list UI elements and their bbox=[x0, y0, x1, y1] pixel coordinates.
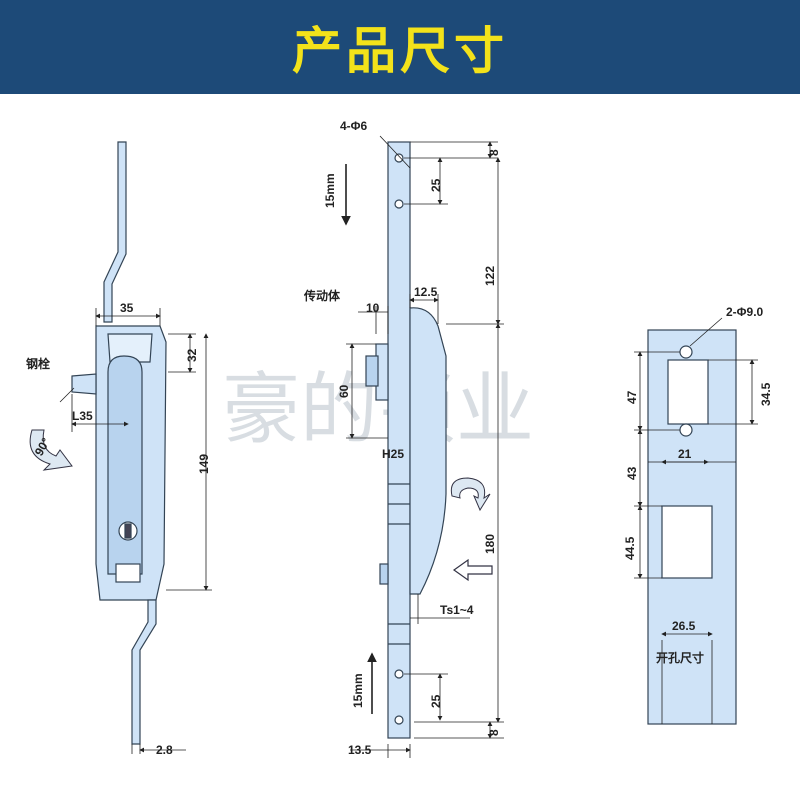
dim-hole-spacing-bottom-25: 25 bbox=[429, 694, 443, 708]
dim-height-44-5: 44.5 bbox=[623, 536, 637, 560]
side-clip-shape bbox=[379, 563, 389, 585]
dim-bottom-gap-8: 8 bbox=[487, 729, 501, 736]
rotate-arrow-icon-mid bbox=[450, 477, 491, 512]
dim-handle-l35: L35 bbox=[72, 409, 93, 423]
mount-hole-2 bbox=[679, 423, 693, 437]
dim-height-47: 47 bbox=[625, 390, 639, 404]
handle-side-shape bbox=[409, 307, 447, 595]
key-slot-shape bbox=[124, 523, 132, 539]
dim-top-gap-8: 8 bbox=[487, 149, 501, 156]
dim-upper-length-122: 122 bbox=[483, 266, 497, 286]
dim-hole-spacing-top-25: 25 bbox=[429, 178, 443, 192]
middle-dimensions bbox=[341, 135, 504, 758]
dim-width-21: 21 bbox=[678, 447, 692, 461]
bottom-rod-shape bbox=[131, 599, 157, 745]
connecting-rod-shape bbox=[387, 141, 411, 739]
cutout-upper-shape bbox=[667, 359, 709, 425]
dim-travel-bottom-15mm: 15mm bbox=[351, 673, 365, 708]
label-cutout-size: 开孔尺寸 bbox=[656, 650, 704, 665]
dim-lower-length-180: 180 bbox=[483, 534, 497, 554]
dim-height-60: 60 bbox=[337, 384, 351, 398]
left-dimensions bbox=[59, 308, 212, 754]
right-view bbox=[647, 329, 737, 725]
mount-hole-1 bbox=[679, 345, 693, 359]
top-rod-shape bbox=[103, 141, 127, 323]
dim-h25: H25 bbox=[382, 447, 404, 461]
dim-width-35: 35 bbox=[120, 301, 134, 315]
cutout-lower-shape bbox=[661, 505, 713, 579]
middle-view bbox=[365, 141, 447, 739]
right-dimensions bbox=[634, 317, 758, 724]
handle-tab-shape bbox=[115, 563, 141, 583]
dim-height-43: 43 bbox=[625, 466, 639, 480]
dim-rod-width-13-5: 13.5 bbox=[348, 743, 372, 757]
dim-width-12-5: 12.5 bbox=[414, 285, 438, 299]
dim-height-149: 149 bbox=[197, 454, 211, 474]
left-view bbox=[71, 141, 167, 745]
label-transmission-body: 传动体 bbox=[303, 288, 341, 303]
dim-top-32: 32 bbox=[185, 348, 199, 362]
dim-width-10: 10 bbox=[366, 301, 380, 315]
technical-drawing: 豪的锁业 35 32 149 L35 2.8 钢栓 90° bbox=[26, 119, 773, 758]
rotate-arrow-icon bbox=[29, 429, 73, 471]
dim-offset-2-8: 2.8 bbox=[156, 743, 173, 757]
dim-holes-2-phi9: 2-Φ9.0 bbox=[726, 305, 764, 319]
hole-bottom-1 bbox=[394, 669, 404, 679]
dim-height-34-5: 34.5 bbox=[759, 382, 773, 406]
handle-grip-shape bbox=[107, 355, 143, 575]
steel-pin-shape bbox=[71, 373, 97, 395]
hole-top-2 bbox=[394, 199, 404, 209]
push-arrow-icon bbox=[452, 558, 493, 582]
page-title: 产品尺寸 bbox=[292, 22, 508, 80]
dim-width-26-5: 26.5 bbox=[672, 619, 696, 633]
hole-bottom-2 bbox=[394, 715, 404, 725]
hole-top-1 bbox=[394, 153, 404, 163]
transmission-knob-shape bbox=[365, 355, 379, 387]
label-steel-pin: 钢栓 bbox=[26, 356, 50, 371]
dim-travel-top-15mm: 15mm bbox=[323, 173, 337, 208]
header-banner: 产品尺寸 bbox=[0, 0, 800, 94]
handle-top-shape bbox=[107, 333, 153, 363]
dim-ts1-4: Ts1~4 bbox=[440, 603, 474, 617]
dim-holes-4-phi6: 4-Φ6 bbox=[340, 119, 368, 133]
